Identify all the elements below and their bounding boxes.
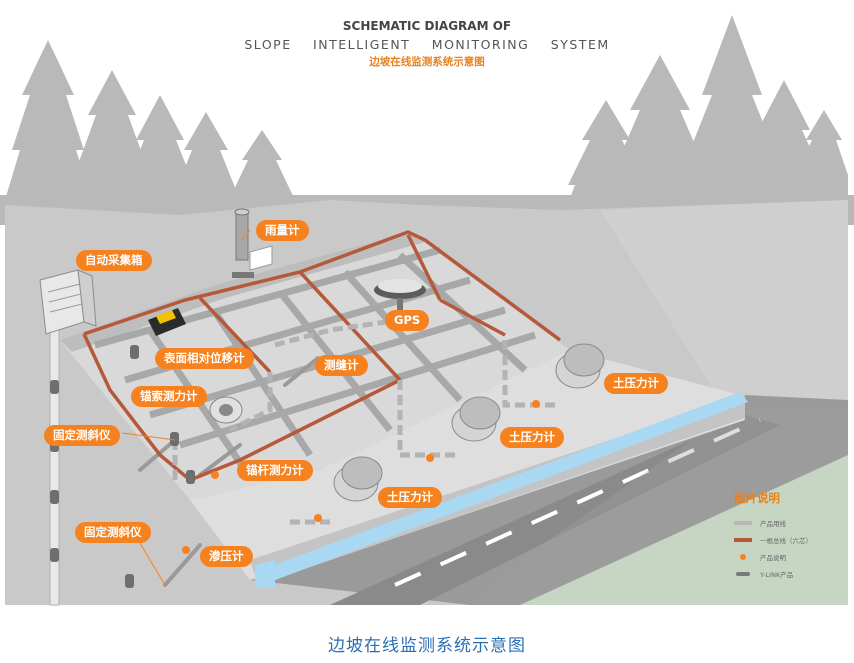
label-piezometer: 渗压计 [200,546,253,567]
probe-devices [138,356,320,587]
product-dots [182,400,540,554]
label-surface-displacement: 表面相对位移计 [155,348,254,369]
legend-item-label: Y-LINK产品 [760,570,794,579]
label-gps: GPS [385,310,430,331]
drain-channel [255,392,748,585]
label-anchor-cable: 锚索测力计 [131,386,207,407]
legend-item-label: 产品说明 [760,553,786,562]
surface-displacement-device [148,308,186,336]
legend-item-label: 产品用线 [760,519,786,528]
label-crack-meter: 测缝计 [315,355,368,376]
label-auto-box: 自动采集箱 [76,250,152,271]
legend-swatch [736,571,750,576]
legend-item: 产品用线 [734,514,844,531]
title-line-2: SLOPE INTELLIGENT MONITORING SYSTEM [244,37,610,52]
legend: 图片说明 产品用线一根总线（六芯） 产品说明 Y-LINK产品 [734,490,844,582]
anchor-cable-device [209,396,243,424]
legend-item: 一根总线（六芯） [734,531,844,548]
legend-swatch [734,520,752,525]
product-cables [172,317,560,525]
legend-item: Y-LINK产品 [734,565,844,582]
label-earth-pressure-3: 土压力计 [378,487,442,508]
legend-item-label: 一根总线（六芯） [760,536,812,545]
legend-dot-icon [740,553,746,560]
legend-swatch [734,537,752,542]
label-anchor-rod: 锚杆测力计 [237,460,313,481]
label-inclinometer-2: 固定测斜仪 [75,522,151,543]
acquisition-box-device [39,269,97,335]
caption: 边坡在线监测系统示意图 [328,636,526,656]
legend-title: 图片说明 [734,491,780,505]
title-line-3: 边坡在线监测系统示意图 [369,56,485,68]
label-inclinometer-1: 固定测斜仪 [44,425,120,446]
earth-pressure-cells [333,343,605,502]
gps-antenna-device [374,279,426,312]
instrument-pole [49,329,60,606]
legend-item: 产品说明 [734,548,844,565]
label-earth-pressure-2: 土压力计 [500,427,564,448]
road [250,395,848,605]
title-line-1: SCHEMATIC DIAGRAM OF [342,19,512,33]
label-rain-gauge: 雨量计 [256,220,309,241]
rain-gauge-device [232,208,273,278]
label-earth-pressure-1: 土压力计 [604,373,668,394]
